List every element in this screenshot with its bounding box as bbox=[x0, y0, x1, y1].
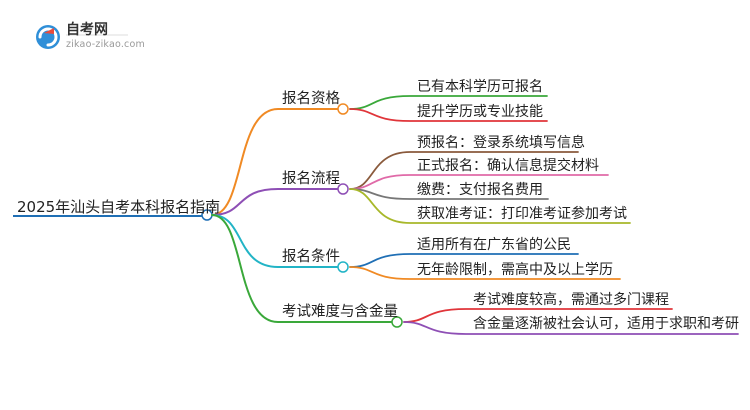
branch-connector bbox=[211, 214, 393, 323]
branch-connector bbox=[211, 214, 339, 268]
branch-node-dot bbox=[337, 183, 349, 195]
leaf-high-difficulty[interactable]: 考试难度较高，需通过多门课程 bbox=[473, 292, 669, 308]
leaf-no-age-limit[interactable]: 无年龄限制，需高中及以上学历 bbox=[417, 262, 613, 278]
branch-node-dot bbox=[337, 261, 349, 273]
leaf-has-bachelor[interactable]: 已有本科学历可报名 bbox=[417, 79, 543, 95]
branch-eligibility[interactable]: 报名资格 bbox=[282, 91, 340, 107]
leaf-improve-skills[interactable]: 提升学历或专业技能 bbox=[417, 104, 543, 120]
branch-process[interactable]: 报名流程 bbox=[282, 171, 340, 187]
leaf-connector bbox=[349, 108, 548, 122]
leaf-connector bbox=[403, 321, 739, 335]
logo-title: 自考网 bbox=[66, 22, 108, 38]
branch-node-dot bbox=[391, 316, 403, 328]
leaf-connector bbox=[349, 188, 631, 224]
leaf-formal-registration[interactable]: 正式报名：确认信息提交材料 bbox=[417, 158, 599, 174]
leaf-admission-ticket[interactable]: 获取准考证：打印准考证参加考试 bbox=[417, 206, 627, 222]
branch-connector bbox=[211, 188, 339, 216]
branch-difficulty-value[interactable]: 考试难度与含金量 bbox=[282, 304, 398, 320]
logo-subtitle: zikao-zikao.com bbox=[66, 39, 145, 50]
leaf-connector bbox=[349, 174, 609, 190]
leaf-connector bbox=[349, 151, 579, 190]
logo-icon bbox=[36, 25, 60, 49]
branch-node-dot bbox=[337, 103, 349, 115]
leaf-pre-registration[interactable]: 预报名：登录系统填写信息 bbox=[417, 135, 585, 151]
leaf-connector bbox=[349, 266, 621, 280]
leaf-guangdong-citizens[interactable]: 适用所有在广东省的公民 bbox=[417, 237, 571, 253]
leaf-payment[interactable]: 缴费：支付报名费用 bbox=[417, 182, 543, 198]
branch-conditions[interactable]: 报名条件 bbox=[282, 249, 340, 265]
branch-connector bbox=[211, 108, 339, 216]
root-topic[interactable]: 2025年汕头自考本科报名指南 bbox=[17, 198, 221, 216]
leaf-recognized-value[interactable]: 含金量逐渐被社会认可，适用于求职和考研 bbox=[473, 316, 739, 332]
